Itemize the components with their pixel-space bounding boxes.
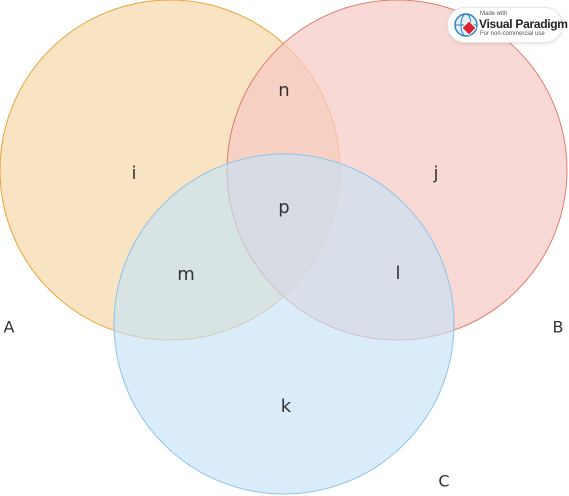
region-abc-label: p [278, 197, 289, 218]
set-c-circle [113, 153, 455, 495]
visual-paradigm-watermark: Made with Visual Paradigm For non-commer… [447, 7, 568, 43]
region-b-only-label: j [432, 163, 438, 184]
set-b-label: B [553, 318, 564, 337]
watermark-brand: Visual Paradigm [479, 17, 568, 31]
region-ac-label: m [177, 264, 195, 285]
region-c-only-label: k [281, 396, 292, 417]
watermark-usage-note: For non-commercial use [480, 31, 545, 37]
visual-paradigm-logo-icon [454, 13, 478, 37]
region-bc-label: l [395, 263, 400, 284]
set-a-label: A [4, 318, 15, 337]
region-a-only-label: i [131, 163, 136, 184]
watermark-made-with: Made with [480, 11, 508, 17]
region-ab-label: n [278, 80, 289, 101]
set-c-label: C [438, 472, 449, 491]
